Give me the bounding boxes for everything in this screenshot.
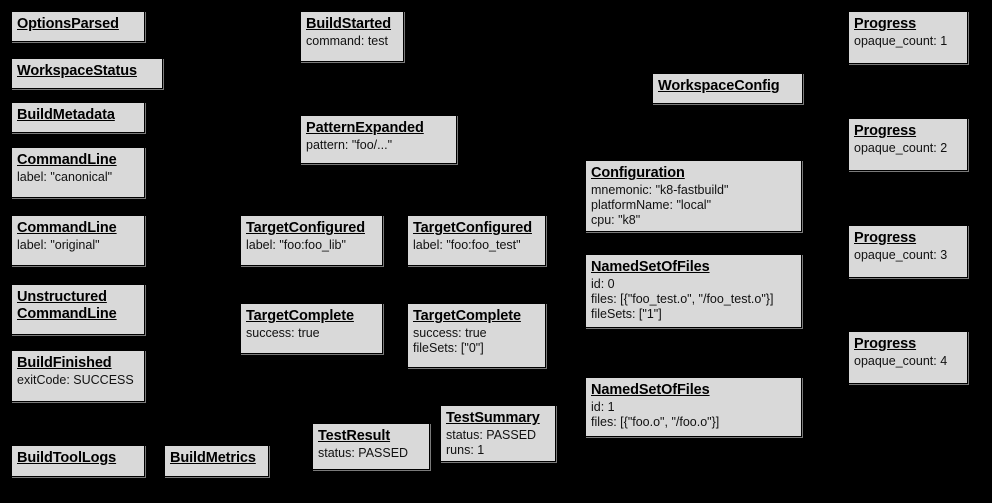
- node-target-complete-foo-lib[interactable]: TargetComplete success: true: [240, 303, 383, 354]
- node-workspace-status[interactable]: WorkspaceStatus: [11, 58, 163, 89]
- node-field: fileSets: ["0"]: [413, 341, 484, 355]
- node-title: Progress: [854, 336, 917, 352]
- node-title: TargetComplete: [246, 308, 354, 324]
- node-progress-1[interactable]: Progress opaque_count: 1: [848, 11, 968, 64]
- node-target-configured-foo-lib[interactable]: TargetConfigured label: "foo:foo_lib": [240, 215, 383, 266]
- node-field: platformName: "local": [591, 198, 712, 212]
- node-title: BuildStarted: [306, 16, 392, 32]
- node-command-line-canonical[interactable]: CommandLine label: "canonical": [11, 147, 145, 198]
- node-title: NamedSetOfFiles: [591, 259, 710, 275]
- node-title: TargetComplete: [413, 308, 521, 324]
- node-configuration[interactable]: Configuration mnemonic: "k8-fastbuild"pla…: [585, 160, 802, 232]
- node-fields: opaque_count: 1: [854, 34, 962, 49]
- node-command-line-original[interactable]: CommandLine label: "original": [11, 215, 145, 266]
- node-fields: opaque_count: 4: [854, 354, 962, 369]
- node-target-configured-foo-test[interactable]: TargetConfigured label: "foo:foo_test": [407, 215, 546, 266]
- node-field: status: PASSED: [446, 428, 537, 442]
- node-field: id: 0: [591, 277, 615, 291]
- node-test-result[interactable]: TestResult status: PASSED: [312, 423, 430, 470]
- node-fields: mnemonic: "k8-fastbuild"platformName: "l…: [591, 183, 796, 228]
- node-title: OptionsParsed: [17, 16, 119, 32]
- node-build-finished[interactable]: BuildFinished exitCode: SUCCESS: [11, 350, 145, 402]
- node-fields: label: "canonical": [17, 170, 139, 185]
- node-fields: opaque_count: 2: [854, 141, 962, 156]
- node-progress-4[interactable]: Progress opaque_count: 4: [848, 331, 968, 384]
- node-pattern-expanded[interactable]: PatternExpanded pattern: "foo/...": [300, 115, 457, 164]
- node-title: TestResult: [318, 428, 391, 444]
- node-title: BuildMetrics: [170, 450, 256, 466]
- node-title: BuildToolLogs: [17, 450, 117, 466]
- node-options-parsed[interactable]: OptionsParsed: [11, 11, 145, 42]
- node-field: cpu: "k8": [591, 213, 641, 227]
- node-fields: label: "original": [17, 238, 139, 253]
- node-field: label: "original": [17, 238, 100, 252]
- node-fields: pattern: "foo/...": [306, 138, 451, 153]
- node-title: TestSummary: [446, 410, 540, 426]
- node-title: WorkspaceStatus: [17, 63, 137, 79]
- node-field: label: "foo:foo_test": [413, 238, 521, 252]
- node-fields: exitCode: SUCCESS: [17, 373, 139, 388]
- node-title: CommandLine: [17, 152, 117, 168]
- node-build-started[interactable]: BuildStarted command: test: [300, 11, 404, 62]
- node-title: Configuration: [591, 165, 685, 181]
- node-field: label: "canonical": [17, 170, 113, 184]
- node-fields: command: test: [306, 34, 398, 49]
- node-fields: opaque_count: 3: [854, 248, 962, 263]
- node-build-tool-logs[interactable]: BuildToolLogs: [11, 445, 145, 477]
- node-field: exitCode: SUCCESS: [17, 373, 134, 387]
- node-field: opaque_count: 2: [854, 141, 948, 155]
- node-title: Unstructured CommandLine: [17, 289, 117, 322]
- node-unstructured-command-line[interactable]: Unstructured CommandLine: [11, 284, 145, 335]
- node-build-metadata[interactable]: BuildMetadata: [11, 102, 145, 133]
- node-title: TargetConfigured: [246, 220, 365, 236]
- node-progress-3[interactable]: Progress opaque_count: 3: [848, 225, 968, 278]
- node-title: BuildFinished: [17, 355, 112, 371]
- node-field: files: [{"foo.o", "/foo.o"}]: [591, 415, 720, 429]
- node-title: NamedSetOfFiles: [591, 382, 710, 398]
- node-field: success: true: [413, 326, 487, 340]
- node-title: WorkspaceConfig: [658, 78, 780, 94]
- node-field: opaque_count: 1: [854, 34, 948, 48]
- node-title: TargetConfigured: [413, 220, 532, 236]
- node-fields: status: PASSED: [318, 446, 424, 461]
- node-fields: label: "foo:foo_test": [413, 238, 540, 253]
- node-field: opaque_count: 3: [854, 248, 948, 262]
- node-title: PatternExpanded: [306, 120, 424, 136]
- node-field: runs: 1: [446, 443, 485, 457]
- node-title: CommandLine: [17, 220, 117, 236]
- node-field: files: [{"foo_test.o", "/foo_test.o"}]: [591, 292, 774, 306]
- node-fields: label: "foo:foo_lib": [246, 238, 377, 253]
- node-field: opaque_count: 4: [854, 354, 948, 368]
- node-fields: success: true: [246, 326, 377, 341]
- node-field: success: true: [246, 326, 320, 340]
- node-title: Progress: [854, 16, 917, 32]
- node-field: pattern: "foo/...": [306, 138, 393, 152]
- node-field: mnemonic: "k8-fastbuild": [591, 183, 729, 197]
- node-title: BuildMetadata: [17, 107, 115, 123]
- node-workspace-config[interactable]: WorkspaceConfig: [652, 73, 803, 104]
- node-field: status: PASSED: [318, 446, 409, 460]
- node-title: Progress: [854, 230, 917, 246]
- node-title: Progress: [854, 123, 917, 139]
- node-progress-2[interactable]: Progress opaque_count: 2: [848, 118, 968, 171]
- node-field: label: "foo:foo_lib": [246, 238, 346, 252]
- node-field: id: 1: [591, 400, 615, 414]
- node-field: command: test: [306, 34, 388, 48]
- node-field: fileSets: ["1"]: [591, 307, 662, 321]
- node-build-metrics[interactable]: BuildMetrics: [164, 445, 269, 477]
